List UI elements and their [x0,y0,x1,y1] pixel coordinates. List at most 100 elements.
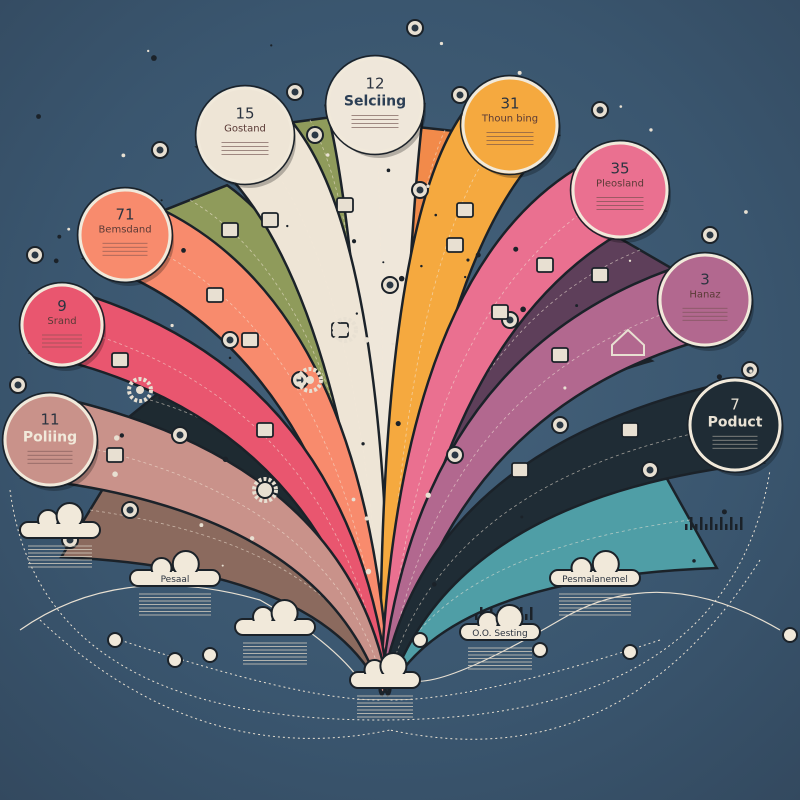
connector-node [107,632,123,648]
decor-dot [365,568,372,575]
decor-dot [112,471,118,477]
connector-node [202,647,218,663]
decor-dot [364,516,369,521]
decor-dot [434,213,438,217]
decor-dot [221,564,224,567]
decor-dot [361,442,365,446]
app-icon [221,222,239,238]
gear-icon [297,367,323,393]
bar-icon [735,524,738,530]
app-icon [106,447,124,463]
node-circle [658,253,752,347]
ring-icon-center [646,466,654,474]
node-outline [324,54,426,156]
ring-icon-center [126,506,134,514]
app-icon [256,422,274,438]
decor-dot [744,210,748,214]
app-icon [456,202,474,218]
bar-icon [695,524,698,530]
cloud-fill [552,572,638,584]
decor-dot [121,153,126,158]
node-label: Srand [47,316,76,327]
ring-icon-center [176,431,184,439]
band-teal-dash [384,519,691,691]
decor-dot [355,312,358,315]
decor-dot [520,306,526,313]
node-circle [196,86,294,184]
decor-dot [382,261,385,264]
cloud-card-2 [234,599,316,665]
bar-icon [740,517,743,530]
node-circle [3,393,97,487]
decor-dot [270,44,273,47]
bar-icon [730,517,733,530]
decor-dot [721,509,727,515]
decor-dot [160,199,163,202]
gear-hub [306,376,314,384]
bar-icon [715,524,718,530]
decor-dot [716,374,722,380]
node-circle [20,283,104,367]
node-label: Gostand [224,124,266,135]
dashed-connector [119,639,381,701]
node-outline [686,376,784,474]
decor-dot [475,252,481,258]
stage-circles: 11Poliing9Srand71Bemsdand15Gostand12Selc… [1,54,784,491]
bar-icon [690,517,693,530]
decor-dot [351,497,356,502]
bar-icon [685,524,688,530]
gear-icon [127,377,153,403]
gear-hub [136,386,144,394]
node-number: 31 [500,95,519,113]
decor-dot [57,234,62,239]
decor-dot [53,258,59,264]
cloud-fill [22,524,98,536]
connector-node [622,644,638,660]
band-thoun-bing-dash [384,124,511,691]
band-poduct-dash [384,424,736,691]
ring-icon-center [226,336,234,344]
gear-hub [261,486,269,494]
decor-dot [628,259,632,262]
connector-node [412,632,428,648]
node-number: 3 [700,270,710,288]
band-poduct [380,385,766,697]
node-number: 11 [40,410,59,428]
cloud-card-4: O.O. Sesting [459,604,541,670]
decor-dot [363,337,370,343]
node-outline [1,391,99,489]
gear-hub [341,326,349,334]
app-icon [621,422,639,438]
decor-dot [181,248,186,253]
decor-dot [114,435,120,441]
node-outline [194,84,296,186]
solid-connector [409,591,781,682]
node-number: 9 [57,297,67,315]
decor-dot [395,420,401,427]
band-hanaz-dash [384,299,706,691]
connector-node [782,627,798,643]
decor-dot [431,582,437,587]
decor-dot [398,275,405,282]
ring-icon-center [156,146,164,154]
cloud-fill [352,674,418,686]
app-icon [261,212,279,228]
node-circle [688,378,782,472]
app-icon [551,347,569,363]
decor-dot [228,356,232,360]
ring-icon-center [411,24,419,32]
decor-dot [286,224,289,228]
decor-dot [249,536,255,541]
cloud-fill [462,626,538,638]
bar-icon [725,524,728,530]
decor-dot [147,49,150,53]
app-icon [111,352,129,368]
decor-dot [222,456,229,463]
